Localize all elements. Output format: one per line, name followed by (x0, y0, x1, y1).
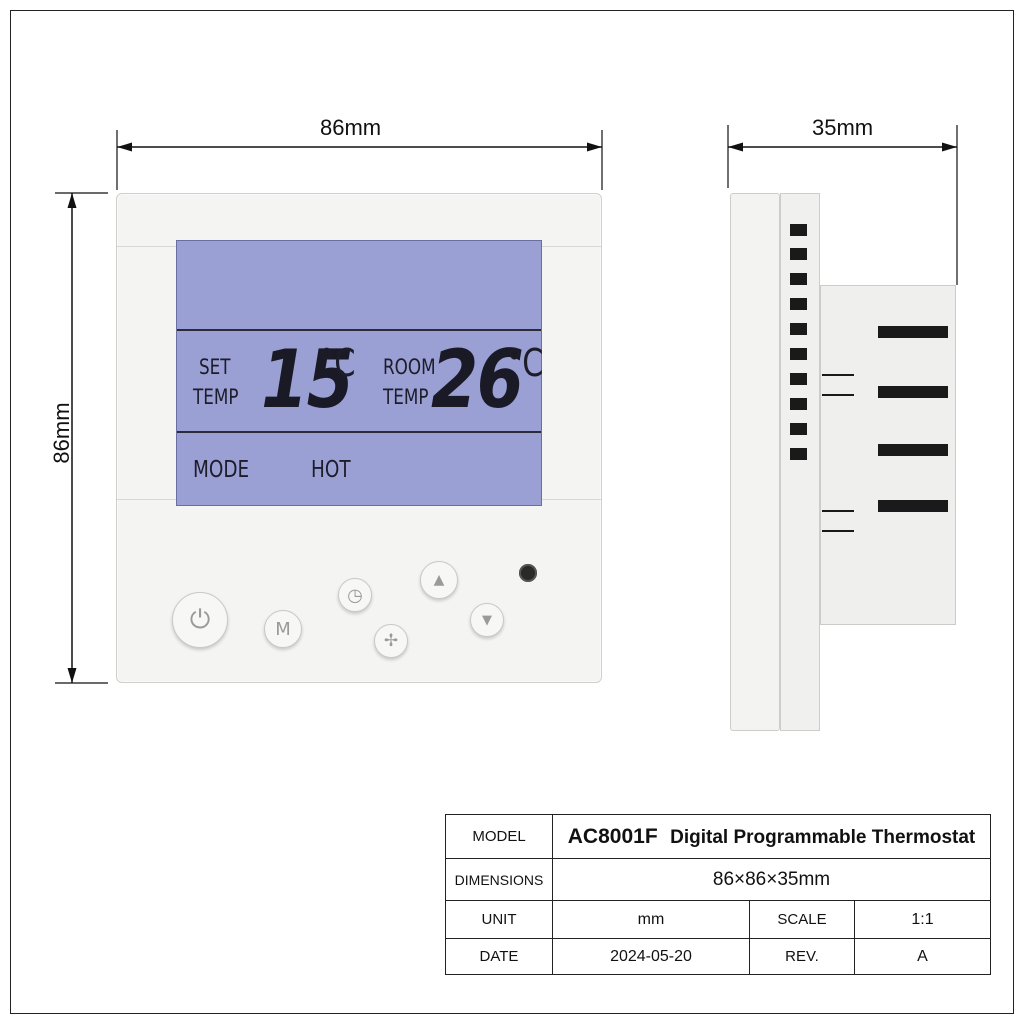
fan-icon: ✢ (383, 631, 399, 651)
model-cell: AC8001F Digital Programmable Thermostat (552, 814, 991, 859)
room-temp-unit: °C (507, 341, 544, 385)
set-temp-label-line1: SET (199, 355, 231, 379)
model-description: Digital Programmable Thermostat (670, 826, 976, 848)
mode-value: HOT (311, 457, 351, 483)
vent-slot (790, 423, 807, 435)
vent-slot (790, 248, 807, 260)
side-view-mid-plate (780, 193, 820, 731)
date-label: DATE (445, 938, 553, 975)
m-letter-icon: M (275, 618, 291, 640)
clock-icon: ◷ (347, 584, 363, 606)
set-temp-value: 15 (261, 333, 354, 426)
down-button[interactable]: ▼ (470, 603, 504, 637)
model-value: AC8001F (567, 824, 658, 848)
vent-slot (790, 373, 807, 385)
vent-slot (790, 398, 807, 410)
front-height-label: 86mm (49, 402, 74, 464)
dimensions-label: DIMENSIONS (445, 858, 553, 901)
mark-line (822, 510, 854, 512)
model-label: MODEL (445, 814, 553, 859)
rev-label: REV. (749, 938, 855, 975)
vent-slot (790, 298, 807, 310)
vent-slot (790, 448, 807, 460)
mode-label: MODE (193, 457, 250, 483)
set-temp-label-line2: TEMP (193, 385, 239, 409)
power-button[interactable]: ⏻ (172, 592, 228, 648)
unit-value: mm (552, 900, 750, 939)
fan-button[interactable]: ✢ (374, 624, 408, 658)
date-value: 2024-05-20 (552, 938, 750, 975)
terminal-slot (878, 386, 948, 398)
power-icon: ⏻ (189, 604, 211, 635)
room-temp-value: 26 (431, 333, 524, 426)
lcd-divider-bottom (177, 431, 541, 433)
up-arrow-icon: ▲ (433, 572, 445, 588)
terminal-slot (878, 326, 948, 338)
mark-line (822, 530, 854, 532)
scale-label: SCALE (749, 900, 855, 939)
mark-line (822, 374, 854, 376)
vent-slot (790, 348, 807, 360)
side-view-faceplate (730, 193, 780, 731)
drawing-frame (10, 10, 1014, 1014)
up-button[interactable]: ▲ (420, 561, 458, 599)
dimensions-value: 86×86×35mm (552, 858, 991, 901)
front-width-label: 86mm (320, 115, 382, 140)
mode-button[interactable]: M (264, 610, 302, 648)
down-arrow-icon: ▼ (482, 612, 492, 628)
unit-label: UNIT (445, 900, 553, 939)
rev-value: A (854, 938, 991, 975)
vent-slot (790, 224, 807, 236)
terminal-slot (878, 500, 948, 512)
set-temp-unit: °C (319, 341, 356, 385)
vent-slot (790, 273, 807, 285)
side-depth-label: 35mm (812, 115, 874, 140)
room-temp-label-line1: ROOM (383, 355, 436, 379)
room-temp-label-line2: TEMP (383, 385, 429, 409)
lcd-divider-top (177, 329, 541, 331)
indicator-led (519, 564, 537, 582)
clock-button[interactable]: ◷ (338, 578, 372, 612)
scale-value: 1:1 (854, 900, 991, 939)
terminal-slot (878, 444, 948, 456)
vent-slot (790, 323, 807, 335)
title-block: MODEL AC8001F Digital Programmable Therm… (445, 814, 991, 975)
lcd-display: SET TEMP 15 °C ROOM TEMP 26 °C MODE HOT (176, 240, 544, 506)
mark-line (822, 394, 854, 396)
